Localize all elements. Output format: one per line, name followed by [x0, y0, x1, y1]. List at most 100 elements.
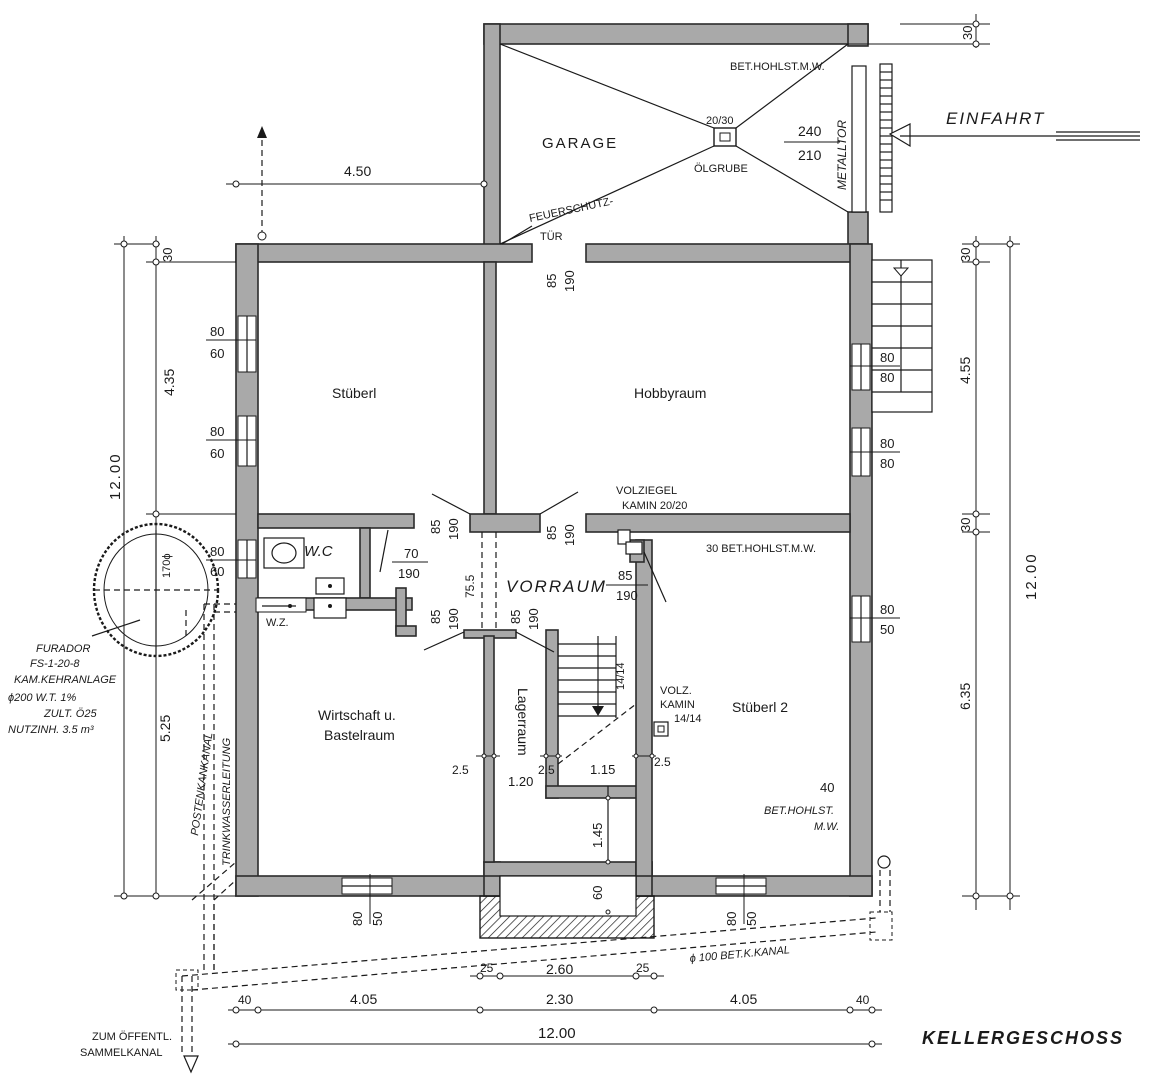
dim-1200-left: 12.00 — [107, 452, 124, 500]
bottom-405-a: 4.05 — [350, 991, 377, 1007]
dim-450: 4.50 — [344, 163, 371, 179]
room-garage: GARAGE — [542, 135, 618, 152]
dim-145: 1.45 — [590, 823, 605, 848]
door-85-c: 85 — [544, 526, 559, 540]
dim-30-top: 30 — [960, 26, 975, 40]
furador-3: KAM.KEHRANLAGE — [14, 674, 117, 686]
furador-5: ZULT. Ö25 — [43, 708, 97, 720]
feuerschutz-label-1: FEUERSCHUTZ- — [528, 195, 615, 225]
oelgrube-dim: 20/30 — [706, 115, 734, 127]
dim-60: 60 — [590, 886, 605, 900]
win-h-3: 60 — [210, 564, 224, 579]
pipes — [175, 603, 893, 1074]
postenkanal-label: POSTENKANKANAL — [189, 732, 215, 837]
bottom-230: 2.30 — [546, 991, 573, 1007]
dim-25-a: 2.5 — [452, 763, 469, 777]
win-h-br: 50 — [744, 912, 759, 926]
dim-40-stair: 40 — [820, 780, 834, 795]
feuerschutz-label-2: TÜR — [540, 231, 563, 243]
gate-width: 240 — [798, 123, 822, 139]
stair-note: 14/14 — [615, 662, 627, 690]
annotations: EINFAHRT METALLTOR BET.HOHLST.M.W. ÖLGRU… — [8, 61, 1124, 1059]
septic-tank — [91, 522, 220, 658]
garage-gate — [784, 63, 1140, 213]
oeffentl-1: ZUM ÖFFENTL. — [92, 1031, 172, 1043]
win-w-4: 80 — [880, 350, 894, 365]
bottom-405-b: 4.05 — [730, 991, 757, 1007]
room-hobbyraum: Hobbyraum — [634, 385, 706, 401]
win-w-6: 80 — [880, 602, 894, 617]
dimension-text: 4.50 30 30 4.35 12.00 5.25 30 4.55 30 6.… — [107, 26, 1040, 1042]
win-h-2: 60 — [210, 446, 224, 461]
tank-size: 170ϕ — [161, 553, 173, 578]
room-wc: W.C — [304, 543, 333, 560]
furador-6: NUTZINH. 3.5 m³ — [8, 724, 94, 736]
wc-fixtures — [255, 529, 669, 737]
dimension-lines — [114, 14, 1020, 1048]
win-w-5: 80 — [880, 436, 894, 451]
doors — [379, 225, 667, 653]
bottom-1200: 12.00 — [538, 1025, 576, 1042]
bet-hohlst-right-label: 30 BET.HOHLST.M.W. — [706, 543, 816, 555]
oelgrube-label: ÖLGRUBE — [694, 163, 748, 175]
dim-755: 75.5 — [463, 574, 477, 598]
volz-kamin-1: VOLZ. — [660, 685, 692, 697]
bottom-25-a: 25 — [480, 961, 494, 975]
room-labels: GARAGE Stüberl Hobbyraum W.C VORRAUM Wir… — [304, 135, 788, 756]
dim-30-right-b: 30 — [958, 518, 973, 532]
door-85-f: 85 — [618, 568, 632, 583]
dim-525: 5.25 — [157, 715, 173, 742]
dim-25-c: 2.5 — [654, 755, 671, 769]
bet-hohlst-low-2: M.W. — [814, 821, 839, 833]
wz-label: W.Z. — [266, 617, 289, 629]
win-h-6: 50 — [880, 622, 894, 637]
room-vorraum: VORRAUM — [506, 577, 607, 596]
dim-115: 1.15 — [590, 762, 615, 777]
bottom-25-b: 25 — [636, 961, 650, 975]
bet-hohlst-top-label: BET.HOHLST.M.W. — [730, 61, 825, 73]
door-85-b: 85 — [428, 520, 443, 534]
win-h-bl: 50 — [370, 912, 385, 926]
bottom-40-b: 40 — [856, 993, 870, 1007]
trinkwasser-label: TRINKWASSERLEITUNG — [221, 737, 233, 866]
outdoor-steps — [871, 259, 933, 413]
volz-kamin-2: KAMIN — [660, 699, 695, 711]
door-190-c: 190 — [562, 524, 577, 546]
dim-30-left: 30 — [160, 248, 175, 262]
door-190-b: 190 — [446, 518, 461, 540]
metalltor-label: METALLTOR — [835, 120, 849, 190]
door-85-d: 85 — [428, 610, 443, 624]
volziegel-label-2: KAMIN 20/20 — [622, 500, 687, 512]
win-w-br: 80 — [724, 912, 739, 926]
room-wirtschaft-1: Wirtschaft u. — [318, 707, 396, 723]
bet-hohlst-low-1: BET.HOHLST. — [764, 805, 834, 817]
door-190-e: 190 — [526, 608, 541, 630]
dim-435: 4.35 — [161, 369, 177, 396]
win-h-5: 80 — [880, 456, 894, 471]
dim-120: 1.20 — [508, 774, 533, 789]
dim-30-right-a: 30 — [958, 248, 973, 262]
room-wirtschaft-2: Bastelraum — [324, 727, 395, 743]
win-w-1: 80 — [210, 324, 224, 339]
volz-kamin-3: 14/14 — [674, 713, 702, 725]
win-h-4: 80 — [880, 370, 894, 385]
furador-4: ϕ200 W.T. 1% — [8, 692, 76, 704]
kanal-label: ϕ 100 BET.K.KANAL — [689, 944, 790, 965]
staircase — [557, 636, 637, 862]
room-lagerraum: Lagerraum — [515, 688, 531, 756]
einfahrt-label: EINFAHRT — [946, 109, 1045, 128]
dim-25-b: 2.5 — [538, 763, 555, 777]
dim-635: 6.35 — [957, 683, 973, 710]
furador-2: FS-1-20-8 — [30, 658, 80, 670]
door-70: 70 — [404, 546, 418, 561]
furador-1: FURADOR — [36, 643, 90, 655]
door-190-wc: 190 — [398, 566, 420, 581]
door-190-a: 190 — [562, 270, 577, 292]
room-stueberl2: Stüberl 2 — [732, 699, 788, 715]
volziegel-label-1: VOLZIEGEL — [616, 485, 677, 497]
windows — [237, 315, 871, 895]
win-w-bl: 80 — [350, 912, 365, 926]
win-h-1: 60 — [210, 346, 224, 361]
plan-title: KELLERGESCHOSS — [922, 1028, 1124, 1048]
